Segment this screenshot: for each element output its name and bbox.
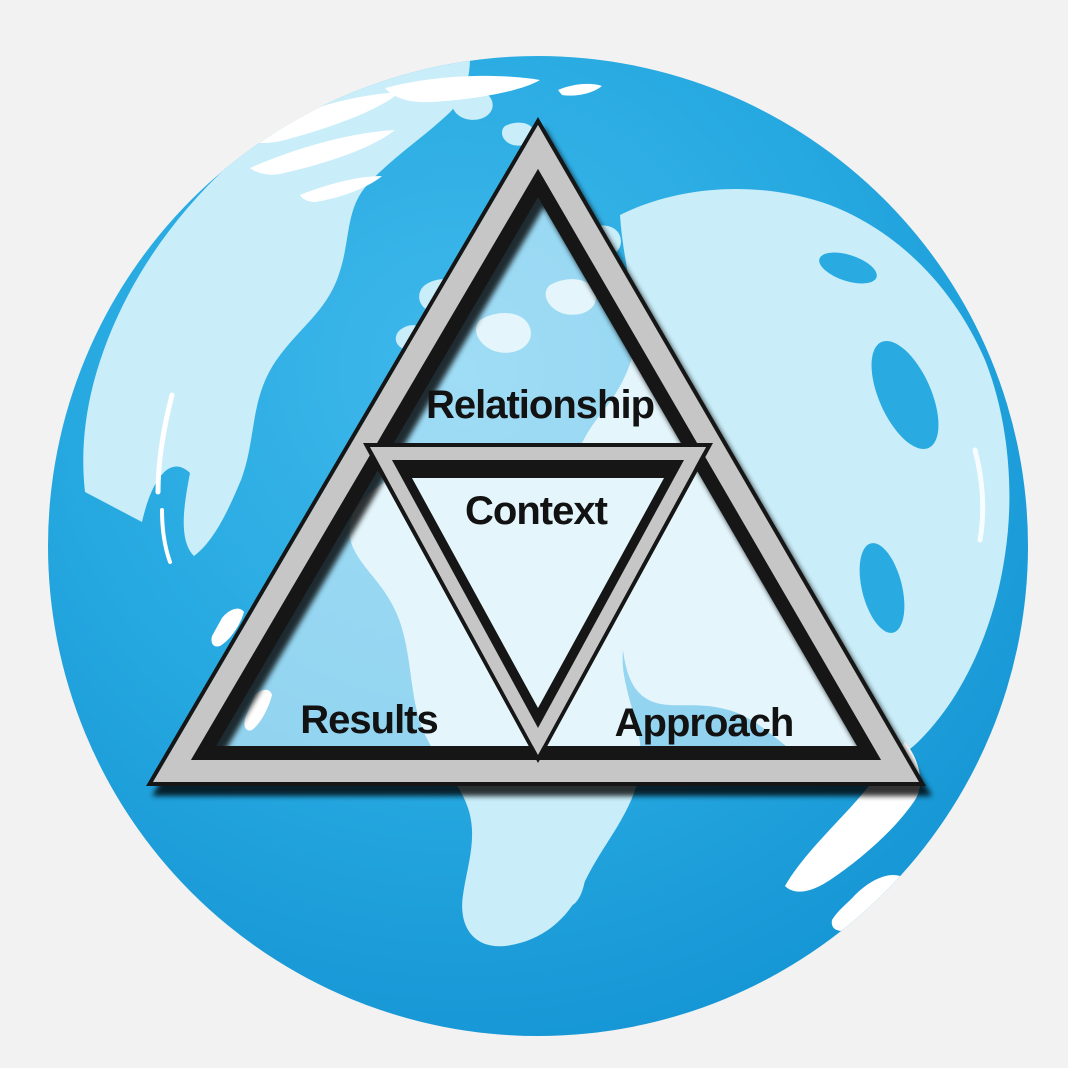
- limb-highlights: [155, 392, 986, 564]
- cloud-streak-top-1: [385, 75, 540, 103]
- cloud-streak-nw-3: [300, 176, 382, 202]
- limb-highlight-left-2: [160, 508, 172, 564]
- label-relationship: Relationship: [426, 383, 654, 427]
- label-results: Results: [300, 698, 438, 742]
- cloud-streak-top-2: [558, 83, 602, 96]
- landmass-north-america: [83, 58, 470, 556]
- cloud-streak-nw-2: [250, 130, 395, 175]
- limb-highlight-right: [972, 447, 986, 543]
- label-context: Context: [465, 489, 608, 533]
- gulf-3: [819, 252, 877, 284]
- cloud-streak-nw-1: [245, 92, 400, 143]
- gulf-2: [859, 543, 905, 633]
- gulf-1: [871, 340, 939, 450]
- label-approach: Approach: [615, 701, 794, 745]
- cloud-streak-se-2: [831, 874, 900, 931]
- cloud-dash-west-1: [211, 608, 244, 647]
- limb-highlight-left-1: [155, 392, 175, 495]
- island-madagascar: [549, 849, 587, 908]
- ocean-gulfs: [819, 252, 939, 633]
